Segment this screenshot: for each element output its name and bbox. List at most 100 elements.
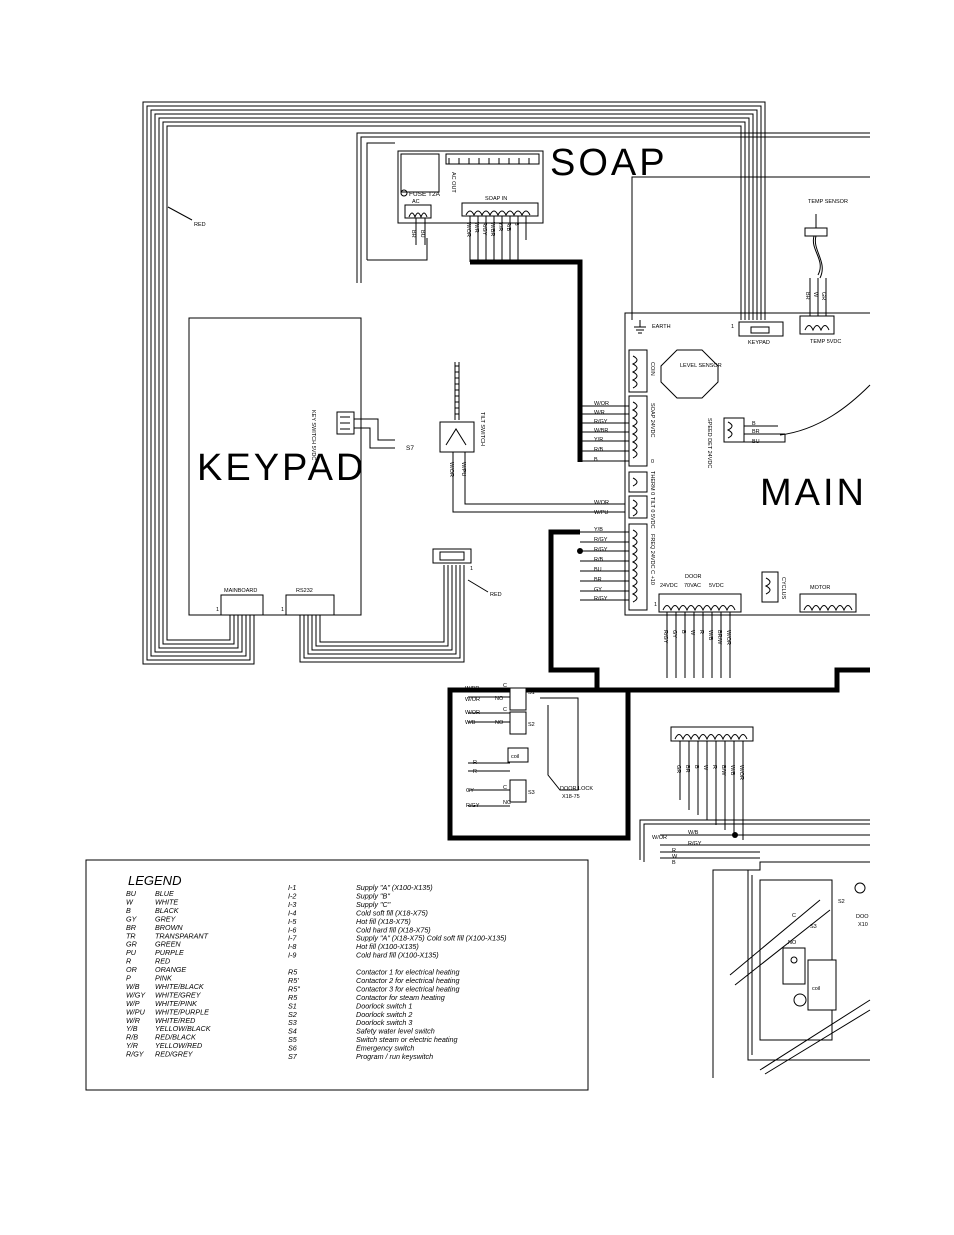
soap-in-label: SOAP IN xyxy=(485,196,507,202)
legend-item-desc: Emergency switch xyxy=(356,1044,414,1053)
legend-color-code: GY xyxy=(126,914,138,923)
door-wire-3: B xyxy=(680,630,686,634)
soap-conn-pin0: 0 xyxy=(651,459,654,465)
temp-5vdc-label: TEMP 5VDC xyxy=(810,339,841,345)
soap-main-wire-5: Y/R xyxy=(594,437,603,443)
freq-wire-5: BU xyxy=(594,567,602,573)
door-bottom-wires: R/GY GY B W R W/B BR/W W/OR xyxy=(662,612,731,678)
legend-item-desc: Cold hard fill (X100-X135) xyxy=(356,951,439,960)
legend-color-code: R/B xyxy=(126,1033,138,1042)
lr-doo-label: DOO xyxy=(856,914,869,920)
key-switch-label: KEY SWITCH 5VDC xyxy=(310,410,316,460)
freq-wire-6: BR xyxy=(594,577,602,583)
legend-color-code: BU xyxy=(126,889,137,898)
door-wire-8: W/OR xyxy=(725,630,731,645)
rs232-label: RS232 xyxy=(296,588,313,594)
legend-item-desc: Contactor 1 for electrical heating xyxy=(356,968,459,977)
door-wire-5: R xyxy=(698,630,704,634)
legend-item-code: S5 xyxy=(288,1035,298,1044)
legend-color-code: W xyxy=(126,897,134,906)
legend-item-code: I-5 xyxy=(288,917,297,926)
legend-item-desc: Doorlock switch 3 xyxy=(356,1018,412,1027)
legend-item-code: S2 xyxy=(288,1010,297,1019)
freq-wire-4: R/B xyxy=(594,557,604,563)
rs232-pin1: 1 xyxy=(281,607,284,613)
tilt-switch-label: TILT SWITCH xyxy=(479,412,485,446)
tilt-main-wire-2: W/PU xyxy=(594,510,608,516)
dl-s1-label: S1 xyxy=(528,690,535,696)
freq-wire-2: R/GY xyxy=(594,537,608,543)
door-wire-4: W xyxy=(689,630,695,636)
legend-item-code: I-2 xyxy=(288,891,296,900)
mainboard-pin1: 1 xyxy=(216,607,219,613)
legend-item-desc: Doorlock switch 1 xyxy=(356,1001,412,1010)
legend-item-desc: Program / run keyswitch xyxy=(356,1052,433,1061)
ac-label: AC xyxy=(412,199,420,205)
legend-item-code: I-6 xyxy=(288,925,296,934)
legend-color-code: R xyxy=(126,957,131,966)
legend-item-desc: Hot fill (X18-X75) xyxy=(356,917,411,926)
keypad-conn-label: KEYPAD xyxy=(748,340,770,346)
legend-item-code: R5' xyxy=(288,976,299,985)
legend-color-name: RED/BLACK xyxy=(155,1033,197,1042)
legend-item-code: I-1 xyxy=(288,883,296,892)
legend-item-code: R5 xyxy=(288,968,298,977)
soap-main-wire-4: W/BR xyxy=(594,428,608,434)
soap-main-wire-2: W/R xyxy=(594,410,605,416)
soap-main-wire-6: R/B xyxy=(594,447,604,453)
soap-24vdc-label: SOAP 24VDC xyxy=(649,403,655,437)
legend-color-name: YELLOW/RED xyxy=(155,1041,202,1050)
dl-contact-3: C xyxy=(503,707,507,713)
ac-wire-br: BR xyxy=(410,230,416,238)
door-wire-1: R/GY xyxy=(662,630,668,644)
legend-item-code: R5" xyxy=(288,984,300,993)
keypad-board: KEYPAD KEY SWITCH 5VDC S7 MAINBOARD 1 RS… xyxy=(188,317,414,616)
speed-wire-1: B xyxy=(752,421,756,427)
legend-color-code: TR xyxy=(126,931,136,940)
legend-color-code: OR xyxy=(126,965,137,974)
door-label: DOOR xyxy=(685,574,702,580)
dl-wire-5: R xyxy=(473,760,477,766)
legend-color-name: RED xyxy=(155,957,170,966)
freq-wire-1: Y/B xyxy=(594,527,603,533)
therm-label: THERM 0 xyxy=(649,471,655,495)
ll-wire-3: R/GY xyxy=(688,841,702,847)
keypad-conn-pin1: 1 xyxy=(731,324,734,330)
legend-item-code: I-8 xyxy=(288,942,296,951)
ll-wire-2: W/B xyxy=(688,830,699,836)
lc-wire-8: W/OR xyxy=(738,765,744,780)
legend-color-name: WHITE/PINK xyxy=(155,999,198,1008)
soap-main-wires: W/OR W/R R/GY W/BR Y/R R/B B xyxy=(580,401,629,463)
soap-out-pins xyxy=(448,158,530,164)
dl-contact-4: NO xyxy=(495,720,504,726)
legend-item-desc: Supply "B" xyxy=(356,891,390,900)
soap-main-wire-1: W/OR xyxy=(594,401,609,407)
door-wire-7: BR/W xyxy=(716,630,722,645)
lc-wire-3: B xyxy=(693,765,699,769)
soap-in-wire-7: B xyxy=(513,222,519,226)
soap-in-wire-6: R/B xyxy=(505,222,511,232)
dl-s3-label: S3 xyxy=(528,790,535,796)
legend-color-code: Y/B xyxy=(126,1024,138,1033)
lc-wire-5: R xyxy=(711,765,717,769)
dl-wire-3: W/OR xyxy=(465,710,480,716)
lr-s2-label: S2 xyxy=(838,899,845,905)
freq-wire-7: GY xyxy=(594,587,602,593)
tilt-wire-2: W/PU xyxy=(460,462,466,476)
dl-contact-6: NC xyxy=(503,800,511,806)
legend-item-desc: Contactor 2 for electrical heating xyxy=(356,976,459,985)
lr-c-label: C xyxy=(792,913,796,919)
motor-label: MOTOR xyxy=(810,585,830,591)
door-24vdc-label: 24VDC xyxy=(660,583,678,589)
soap-title: SOAP xyxy=(550,142,668,184)
level-sensor-label: LEVEL SENSOR xyxy=(680,363,722,369)
legend-color-name: BLACK xyxy=(155,906,180,915)
temp-sensor-text: TEMP SENSOR xyxy=(808,199,848,205)
red-wire-label-bottom: RED xyxy=(490,592,502,598)
rs232-cable: 1 RED xyxy=(299,548,502,663)
freq-label: FREQ 24VDC C +10 xyxy=(649,534,655,585)
dl-wire-6: R xyxy=(473,769,477,775)
legend-item-desc: Cold hard fill (X18-X75) xyxy=(356,925,431,934)
